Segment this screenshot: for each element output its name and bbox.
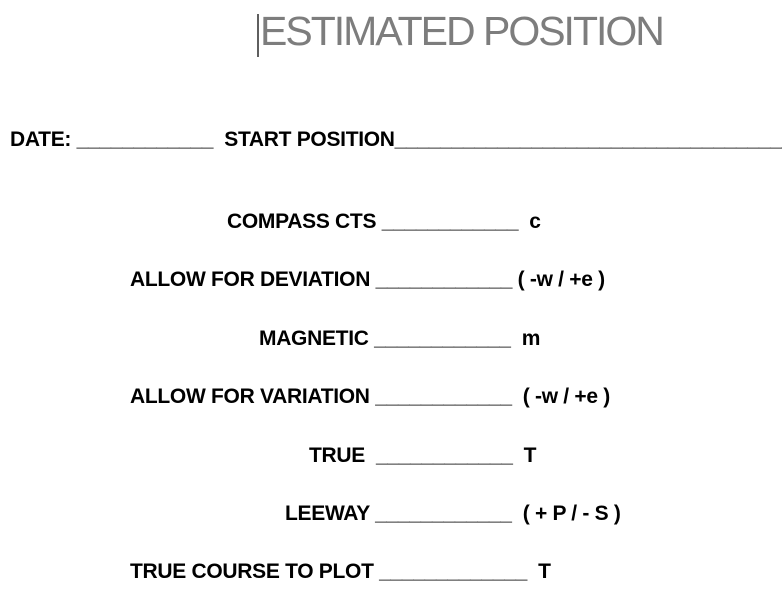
form-line-allow-for-variation[interactable]: ALLOW FOR VARIATION ____________ ( -w / … <box>130 385 610 408</box>
form-line-true-course-to-plot[interactable]: TRUE COURSE TO PLOT _____________ T <box>130 560 551 583</box>
form-line-leeway[interactable]: LEEWAY ____________ ( + P / - S ) <box>285 502 621 525</box>
form-line-magnetic[interactable]: MAGNETIC ____________ m <box>259 327 541 350</box>
document-title[interactable]: ESTIMATED POSITION <box>260 8 665 54</box>
text-cursor-caret <box>257 14 259 57</box>
form-line-date-start-position[interactable]: DATE: ____________ START POSITION_______… <box>10 128 782 151</box>
form-line-true[interactable]: TRUE ____________ T <box>309 444 537 467</box>
form-line-compass-cts[interactable]: COMPASS CTS ____________ c <box>227 210 541 233</box>
form-line-allow-for-deviation[interactable]: ALLOW FOR DEVIATION ____________ ( -w / … <box>130 268 605 291</box>
